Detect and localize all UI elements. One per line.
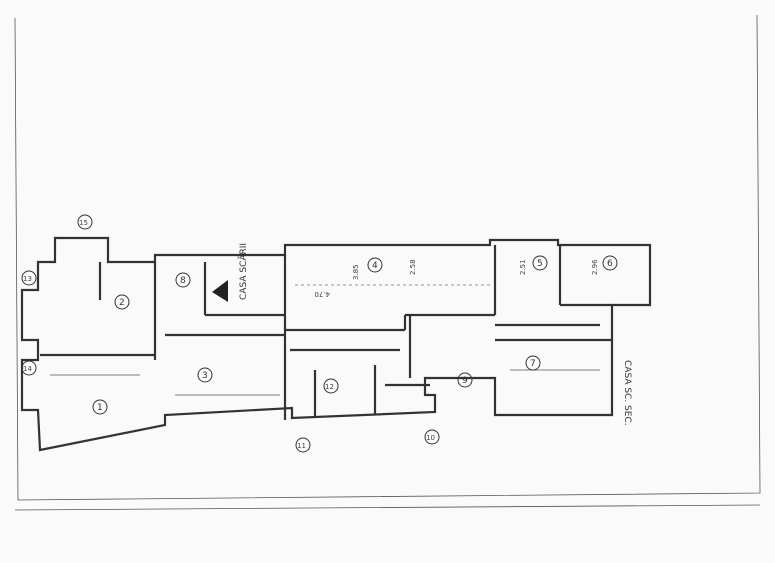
room-number-5: 5 bbox=[532, 255, 548, 271]
room-number-13: 13 bbox=[21, 270, 37, 286]
svg-text:11: 11 bbox=[297, 442, 306, 450]
dimension-label: 2.58 bbox=[409, 259, 417, 275]
svg-text:5: 5 bbox=[537, 259, 543, 269]
dimension-lines bbox=[50, 284, 600, 396]
room-number-15: 15 bbox=[77, 214, 93, 230]
secondary-stair-label: CASA SC. SEC. bbox=[622, 360, 632, 426]
room-number-12: 12 bbox=[323, 378, 339, 394]
svg-text:4: 4 bbox=[372, 261, 378, 271]
dimension-label: 3.85 bbox=[352, 264, 360, 280]
svg-text:10: 10 bbox=[426, 434, 435, 442]
stair-label: CASA SCĂRII bbox=[237, 243, 249, 300]
svg-text:3: 3 bbox=[202, 371, 208, 381]
stair-arrow-icon bbox=[212, 280, 228, 302]
svg-text:1: 1 bbox=[97, 403, 103, 413]
room-number-2: 2 bbox=[114, 294, 130, 310]
room-number-14: 14 bbox=[21, 360, 37, 376]
room-number-3: 3 bbox=[197, 367, 213, 383]
room-number-7: 7 bbox=[525, 355, 541, 371]
svg-text:9: 9 bbox=[462, 376, 468, 386]
svg-text:14: 14 bbox=[23, 365, 32, 373]
room-number-8: 8 bbox=[175, 272, 191, 288]
room-number-4: 4 bbox=[367, 257, 383, 273]
room-number-9: 9 bbox=[457, 372, 473, 388]
svg-text:15: 15 bbox=[79, 219, 88, 227]
dimension-label: 2.51 bbox=[519, 259, 527, 275]
sheet-edge bbox=[14, 504, 761, 511]
svg-text:12: 12 bbox=[325, 383, 334, 391]
room-number-11: 11 bbox=[295, 437, 311, 453]
svg-text:7: 7 bbox=[530, 359, 536, 369]
svg-text:2: 2 bbox=[119, 298, 125, 308]
svg-text:6: 6 bbox=[607, 259, 613, 269]
svg-text:8: 8 bbox=[180, 276, 186, 286]
room-number-10: 10 bbox=[424, 429, 440, 445]
sheet-border bbox=[14, 14, 761, 501]
dimension-label: 4.70 bbox=[314, 290, 330, 298]
room-number-1: 1 bbox=[92, 399, 108, 415]
room-number-6: 6 bbox=[602, 255, 618, 271]
interior-walls bbox=[40, 245, 612, 420]
dimension-label: 2.96 bbox=[591, 259, 599, 275]
room-numbers: 1 2 3 4 5 6 7 8 9 10 11 12 13 14 15 bbox=[21, 214, 618, 453]
svg-text:13: 13 bbox=[23, 275, 32, 283]
outer-walls bbox=[20, 236, 652, 452]
